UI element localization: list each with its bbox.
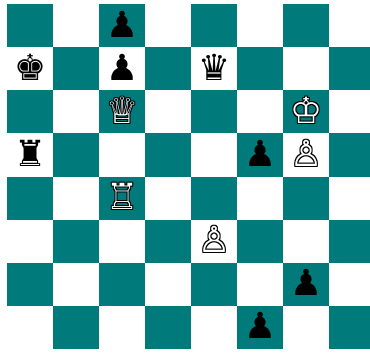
square-e6[interactable]: [191, 90, 237, 133]
square-c8[interactable]: ♟: [99, 4, 145, 47]
square-f1[interactable]: ♟: [237, 306, 283, 349]
square-h6[interactable]: [329, 90, 370, 133]
square-a4[interactable]: [7, 177, 53, 220]
square-e4[interactable]: [191, 177, 237, 220]
square-a8[interactable]: [7, 4, 53, 47]
square-d2[interactable]: [145, 263, 191, 306]
square-f2[interactable]: [237, 263, 283, 306]
square-c7[interactable]: ♟: [99, 47, 145, 90]
white-king-icon[interactable]: ♔: [290, 94, 322, 130]
square-h1[interactable]: [329, 306, 370, 349]
white-rook-icon[interactable]: ♖: [106, 180, 138, 216]
square-a7[interactable]: ♚: [7, 47, 53, 90]
square-g1[interactable]: [283, 306, 329, 349]
square-g5[interactable]: ♙: [283, 133, 329, 176]
square-d6[interactable]: [145, 90, 191, 133]
square-a5[interactable]: ♜: [7, 133, 53, 176]
square-d7[interactable]: [145, 47, 191, 90]
square-b5[interactable]: [53, 133, 99, 176]
square-c1[interactable]: [99, 306, 145, 349]
square-h8[interactable]: [329, 4, 370, 47]
square-b4[interactable]: [53, 177, 99, 220]
square-a2[interactable]: [7, 263, 53, 306]
black-pawn-icon[interactable]: ♟: [290, 266, 322, 302]
square-h5[interactable]: [329, 133, 370, 176]
square-e8[interactable]: [191, 4, 237, 47]
square-g4[interactable]: [283, 177, 329, 220]
square-b8[interactable]: [53, 4, 99, 47]
black-pawn-icon[interactable]: ♟: [106, 51, 138, 87]
square-h7[interactable]: [329, 47, 370, 90]
square-g3[interactable]: [283, 220, 329, 263]
square-c6[interactable]: ♕: [99, 90, 145, 133]
square-f7[interactable]: [237, 47, 283, 90]
square-c4[interactable]: ♖: [99, 177, 145, 220]
square-d5[interactable]: [145, 133, 191, 176]
square-g2[interactable]: ♟: [283, 263, 329, 306]
square-c3[interactable]: [99, 220, 145, 263]
square-c5[interactable]: [99, 133, 145, 176]
square-a6[interactable]: [7, 90, 53, 133]
square-f5[interactable]: ♟: [237, 133, 283, 176]
square-b2[interactable]: [53, 263, 99, 306]
square-c2[interactable]: [99, 263, 145, 306]
square-b7[interactable]: [53, 47, 99, 90]
square-f4[interactable]: [237, 177, 283, 220]
square-e5[interactable]: [191, 133, 237, 176]
square-d3[interactable]: [145, 220, 191, 263]
black-pawn-icon[interactable]: ♟: [244, 309, 276, 345]
square-g6[interactable]: ♔: [283, 90, 329, 133]
square-g8[interactable]: [283, 4, 329, 47]
black-rook-icon[interactable]: ♜: [14, 137, 46, 173]
chess-board: ♟ ♚ ♟ ♛ ♕ ♔ ♜ ♟ ♙ ♖ ♙ ♟ ♟: [7, 4, 370, 349]
square-d1[interactable]: [145, 306, 191, 349]
square-b6[interactable]: [53, 90, 99, 133]
white-queen-icon[interactable]: ♕: [106, 94, 138, 130]
square-e7[interactable]: ♛: [191, 47, 237, 90]
square-g7[interactable]: [283, 47, 329, 90]
square-b3[interactable]: [53, 220, 99, 263]
square-d8[interactable]: [145, 4, 191, 47]
black-pawn-icon[interactable]: ♟: [244, 137, 276, 173]
square-e3[interactable]: ♙: [191, 220, 237, 263]
square-h4[interactable]: [329, 177, 370, 220]
square-h3[interactable]: [329, 220, 370, 263]
square-a3[interactable]: [7, 220, 53, 263]
white-pawn-icon[interactable]: ♙: [198, 223, 230, 259]
square-e2[interactable]: [191, 263, 237, 306]
black-pawn-icon[interactable]: ♟: [106, 8, 138, 44]
square-a1[interactable]: [7, 306, 53, 349]
square-f8[interactable]: [237, 4, 283, 47]
square-d4[interactable]: [145, 177, 191, 220]
square-f3[interactable]: [237, 220, 283, 263]
white-pawn-icon[interactable]: ♙: [290, 137, 322, 173]
square-e1[interactable]: [191, 306, 237, 349]
square-b1[interactable]: [53, 306, 99, 349]
black-king-icon[interactable]: ♚: [14, 51, 46, 87]
square-f6[interactable]: [237, 90, 283, 133]
square-h2[interactable]: [329, 263, 370, 306]
black-queen-icon[interactable]: ♛: [198, 51, 230, 87]
